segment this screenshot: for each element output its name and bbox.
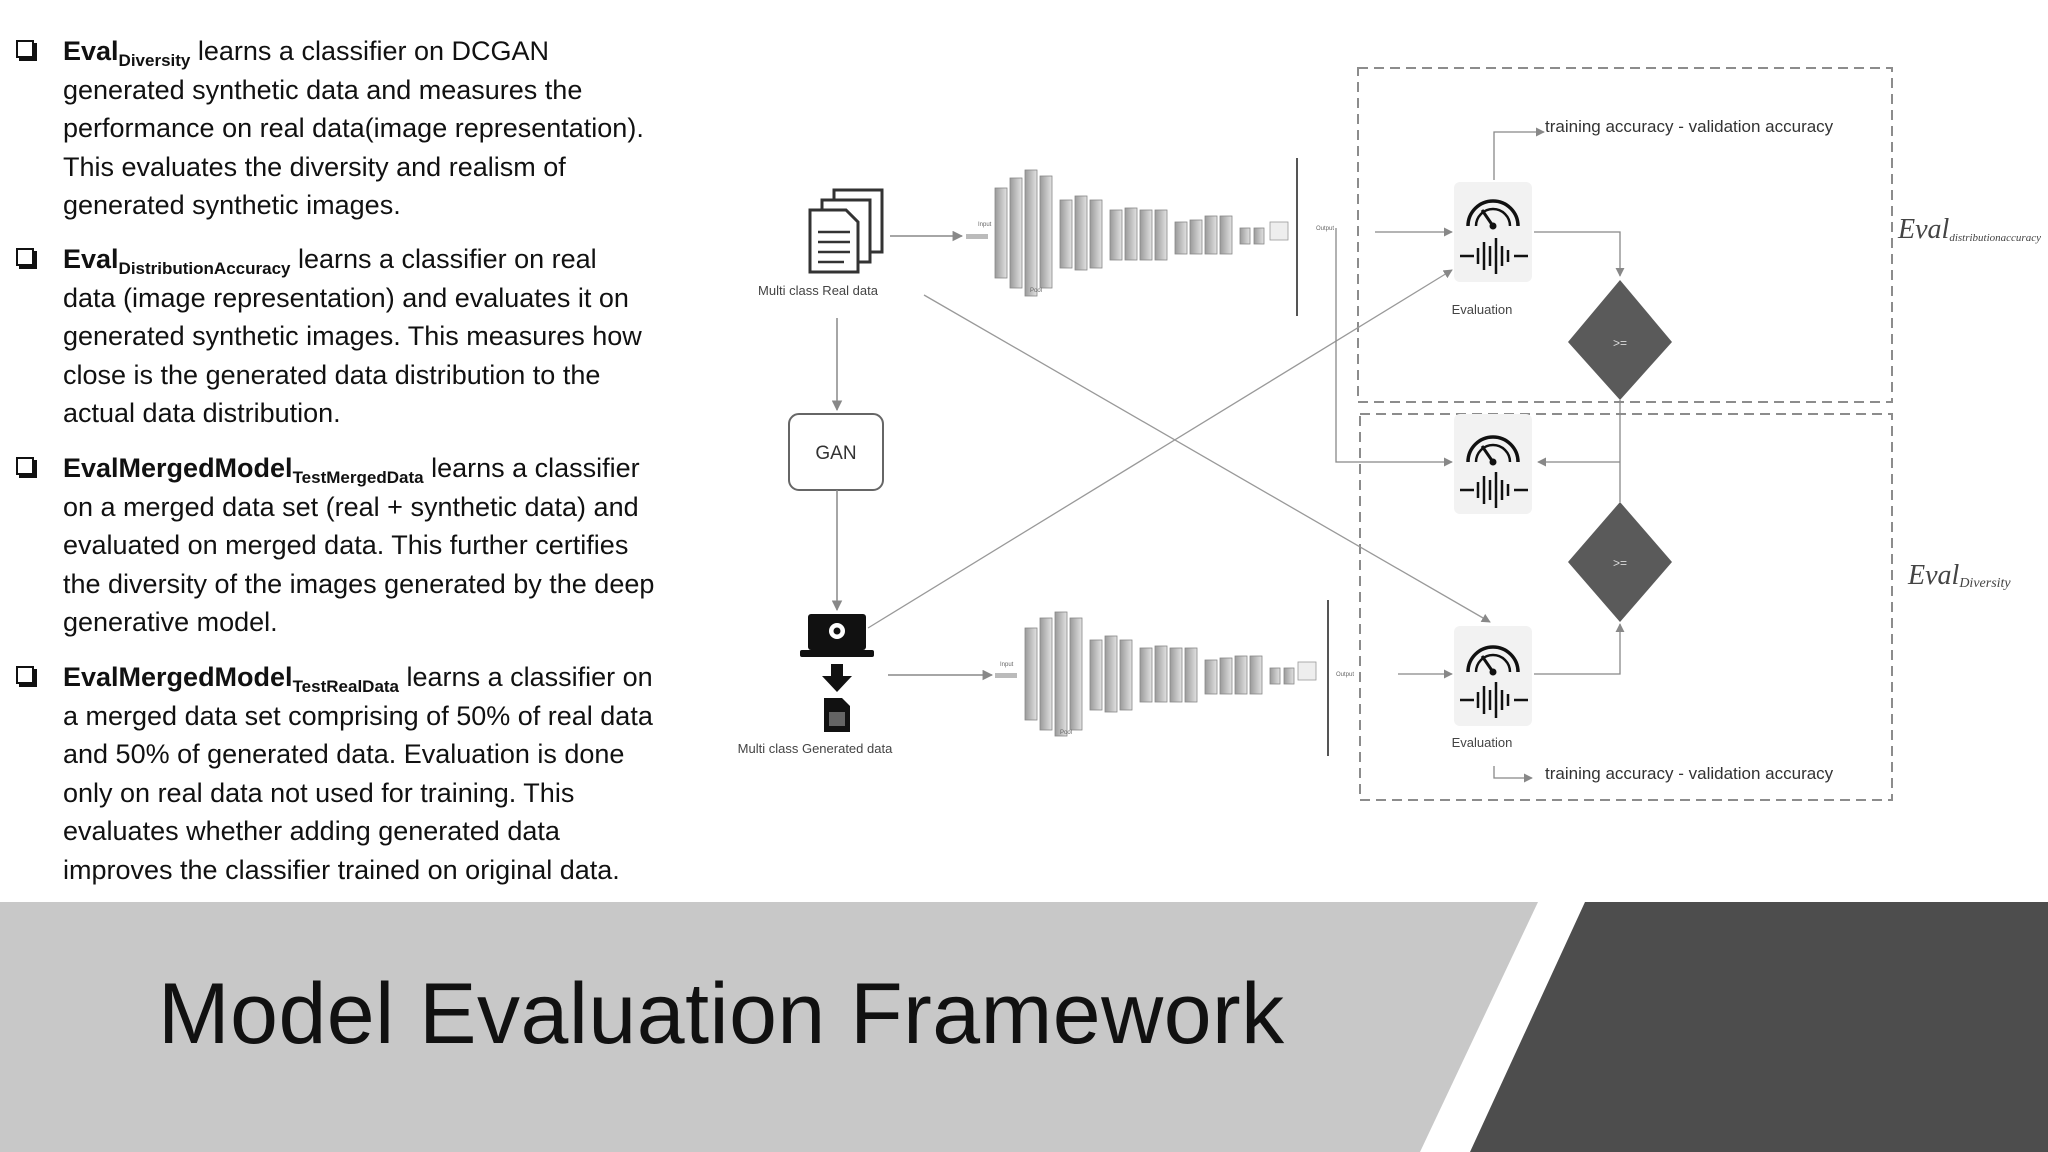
cnn-bottom: Input Pool Output — [888, 600, 1354, 756]
real-data-label: Multi class Real data — [758, 283, 879, 298]
title-band — [0, 902, 2048, 1152]
laptop-gear-icon — [800, 614, 874, 657]
title-band-light — [0, 902, 1538, 1152]
cnn-top-output-label: Output — [1316, 226, 1334, 232]
compare-label-bottom: >= — [1613, 556, 1627, 570]
cnn-top-pool-label: Pool — [1030, 288, 1042, 294]
bullet-term: Eval — [63, 244, 119, 274]
evaluation-label-bottom: Evaluation — [1452, 735, 1513, 750]
title-band-dark — [1470, 902, 2048, 1152]
bullet-term-sub: Diversity — [118, 51, 191, 70]
bullet-text: learns a classifier on real data (image … — [63, 244, 642, 428]
compare-diamond-bottom — [1568, 502, 1672, 622]
generated-file-icon — [824, 698, 850, 732]
eval-diversity-box — [1359, 413, 1893, 801]
bullet-term-sub: DistributionAccuracy — [118, 259, 291, 278]
checkbox-bullet-icon — [16, 666, 34, 684]
compare-label-top: >= — [1613, 336, 1627, 350]
bullet-text: learns a classifier on a merged data set… — [63, 453, 655, 637]
cross-arrow-gen-to-top — [867, 269, 1453, 629]
train-val-label-top: training accuracy - validation accuracy — [1545, 117, 1834, 136]
evaluation-label-top: Evaluation — [1452, 302, 1513, 317]
train-val-label-bottom: training accuracy - validation accuracy — [1545, 764, 1834, 783]
evaluation-gauge-icon-bottom — [1454, 626, 1532, 726]
evaluation-framework-diagram: Multi class Real data GAN Multi class Ge… — [738, 67, 2041, 801]
bullet-eval-merged-test-merged: EvalMergedModelTestMergedData learns a c… — [16, 449, 656, 642]
bullet-text: learns a classifier on DCGAN generated s… — [63, 36, 644, 220]
bullet-term: Eval — [63, 36, 119, 66]
gan-label: GAN — [815, 443, 856, 464]
bullet-term-sub: TestMergedData — [292, 468, 424, 487]
checkbox-bullet-icon — [16, 40, 34, 58]
checkbox-bullet-icon — [16, 248, 34, 266]
evaluation-gauge-icon-middle — [1454, 414, 1532, 514]
eval-diversity-label: EvalDiversity — [1907, 560, 2011, 591]
generated-data-label: Multi class Generated data — [738, 741, 893, 756]
cnn-top: Input Pool Output — [890, 158, 1334, 316]
bullet-eval-diversity: EvalDiversity learns a classifier on DCG… — [16, 32, 656, 225]
bullet-eval-distribution-accuracy: EvalDistributionAccuracy learns a classi… — [16, 240, 656, 433]
bullet-term: EvalMergedModel — [63, 453, 293, 483]
cross-arrow-real-to-bottom — [923, 294, 1491, 623]
evaluation-gauge-icon-top — [1454, 182, 1532, 282]
bullet-text: learns a classifier on a merged data set… — [63, 662, 653, 885]
gan-box — [788, 413, 884, 491]
bullet-term: EvalMergedModel — [63, 662, 293, 692]
slide-title: Model Evaluation Framework — [158, 966, 1285, 1062]
bullet-eval-merged-test-real: EvalMergedModelTestRealData learns a cla… — [16, 658, 656, 889]
eval-distribution-accuracy-label: Evaldistributionaccuracy — [1897, 214, 2041, 245]
cnn-top-input-label: Input — [978, 222, 992, 228]
compare-diamond-top — [1568, 280, 1672, 400]
checkbox-bullet-icon — [16, 457, 34, 475]
eval-distribution-box — [1357, 67, 1893, 403]
cnn-bottom-pool-label: Pool — [1060, 730, 1072, 736]
cnn-bottom-output-label: Output — [1336, 672, 1354, 678]
real-data-document-icon — [808, 188, 884, 274]
download-arrow-icon — [822, 664, 852, 692]
bullet-term-sub: TestRealData — [292, 677, 400, 696]
cnn-bottom-input-label: Input — [1000, 662, 1014, 668]
